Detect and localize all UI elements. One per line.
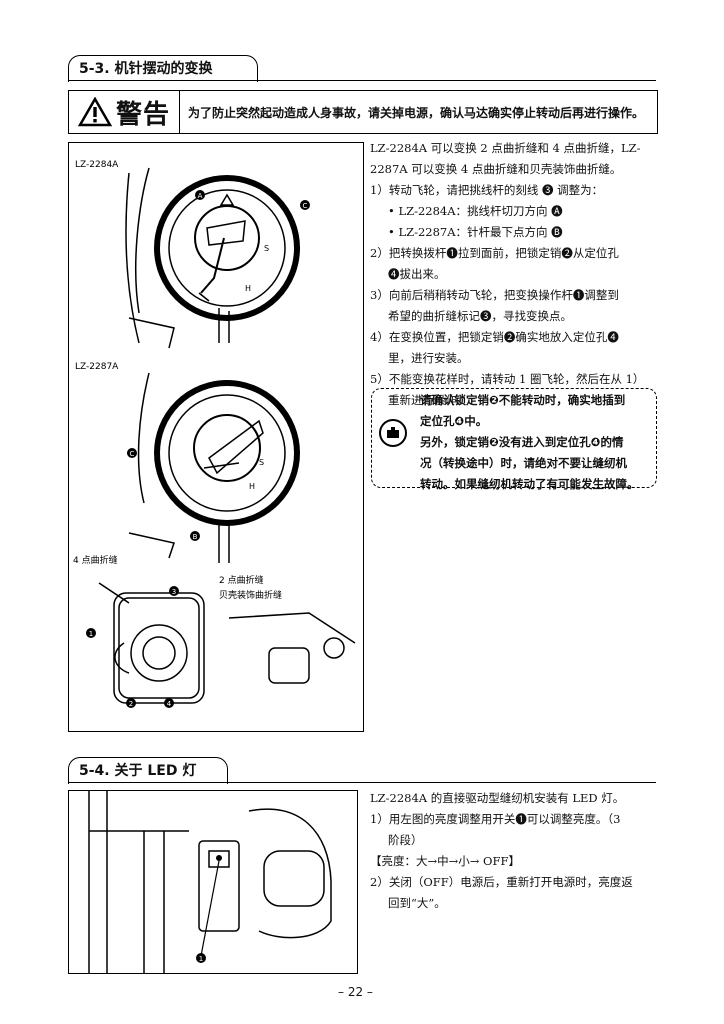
label-h-mid: H: [249, 482, 255, 491]
led-step-2-line-2: 回到“大”。: [388, 896, 446, 910]
led-step-2-line-1: 2）关闭（OFF）电源后，重新打开电源时，亮度返: [370, 875, 633, 889]
section1-instructions: LZ-2284A 可以变换 2 点曲折缝和 4 点曲折缝，LZ- 2287A 可…: [370, 138, 660, 411]
marker-b-mid-text: B: [193, 533, 198, 541]
section2-instructions: LZ-2284A 的直接驱动型缝纫机安装有 LED 灯。 1）用左图的亮度调整用…: [370, 788, 660, 914]
warning-text: 为了防止突然起动造成人身事故，请关掉电源，确认马达确实停止转动后再进行操作。: [188, 105, 645, 120]
marker-c-top: [300, 200, 310, 210]
marker-1-led-text: 1: [199, 955, 203, 963]
marker-3-bottom-text: 3: [172, 588, 176, 596]
marker-3-bottom: [169, 586, 179, 596]
section2-title: 5-4. 关于 LED 灯: [79, 763, 197, 779]
led-levels: 【亮度：大→中→小→ OFF】: [370, 854, 520, 868]
label-lz2284a: LZ-2284A: [75, 160, 119, 170]
lz2287a-drawing: [128, 372, 300, 563]
led-step-1-line-1: 1）用左图的亮度调整用开关❶可以调整亮度。（3: [370, 812, 621, 826]
caution-line-1: 请确认锁定销❷不能转动时，确实地插到: [420, 393, 626, 407]
led-intro: LZ-2284A 的直接驱动型缝纫机安装有 LED 灯。: [370, 791, 625, 805]
section2-divider: [68, 782, 656, 783]
marker-1-bottom-text: 1: [89, 630, 93, 638]
step-1a: • LZ-2284A：挑线杆切刀方向 🅐: [388, 204, 563, 218]
warning-label-cell: 警告: [69, 91, 180, 133]
marker-4-bottom: [164, 698, 174, 708]
intro-line-2: 2287A 可以变换 4 点曲折缝和贝壳装饰曲折缝。: [370, 162, 622, 176]
marker-c-top-text: C: [303, 202, 308, 210]
section-divider: [68, 80, 656, 81]
caution-line-5: 转动。如果缝纫机转动了有可能发生故障。: [420, 477, 639, 491]
step-2-line-2: ❹拔出来。: [388, 267, 446, 281]
label-lz2287a: LZ-2287A: [75, 362, 119, 372]
figure-needle-swing-drawing: LZ-2284A A C S H LZ-2287A C B S H 4 点曲折缝…: [73, 160, 356, 708]
marker-b-mid: [190, 531, 200, 541]
caution-line-4: 况（转换途中）时，请绝对不要让缝纫机: [420, 456, 627, 470]
section-title-tab: 5-3. 机针摆动的变换: [68, 55, 258, 82]
section2-title-tab: 5-4. 关于 LED 灯: [68, 757, 228, 784]
lz2284a-drawing: [125, 167, 300, 349]
marker-a-top: [195, 190, 205, 200]
step-3-line-1: 3）向前后稍稍转动飞轮，把变换操作杆❶调整到: [370, 288, 619, 302]
marker-1-bottom: [86, 628, 96, 638]
marker-a-top-text: A: [198, 192, 203, 200]
label-s-top: S: [264, 244, 269, 253]
marker-2-bottom: [126, 698, 136, 708]
marker-2-bottom-text: 2: [129, 700, 133, 708]
warning-triangle-icon: [77, 97, 112, 127]
step-5-line-2: 重新进行操作。: [388, 393, 469, 407]
label-h-top: H: [245, 284, 251, 293]
page-number: – 22 –: [338, 985, 373, 999]
switch-detail-drawing: [98, 582, 356, 704]
caution-box: [371, 388, 657, 488]
caution-text: 请确认锁定销❷不能转动时，确实地插到 定位孔❹中。 另外，锁定销❷没有进入到定位…: [420, 390, 660, 495]
marker-4-bottom-text: 4: [167, 700, 172, 708]
led-step-1-line-2: 阶段）: [388, 833, 423, 847]
figure-led: 1: [68, 790, 358, 974]
step-1b: • LZ-2287A：针杆最下点方向 🅑: [388, 225, 563, 239]
caution-icon: [379, 419, 407, 447]
intro-line-1: LZ-2284A 可以变换 2 点曲折缝和 4 点曲折缝，LZ-: [370, 141, 641, 155]
warning-box: 警告 为了防止突然起动造成人身事故，请关掉电源，确认马达确实停止转动后再进行操作…: [68, 90, 658, 134]
caution-line-3: 另外，锁定销❷没有进入到定位孔❹的情: [420, 435, 624, 449]
figure-led-drawing: 1: [88, 791, 332, 973]
step-4-line-1: 4）在变换位置，把锁定销❷确实地放入定位孔❹: [370, 330, 619, 344]
step-5-line-1: 5）不能变换花样时，请转动 1 圈飞轮，然后在从 1）: [370, 372, 645, 386]
caution-line-2: 定位孔❹中。: [420, 414, 488, 428]
step-4-line-2: 里，进行安装。: [388, 351, 469, 365]
section-title: 5-3. 机针摆动的变换: [79, 61, 213, 77]
label-2pt: 2 点曲折缝: [219, 574, 264, 586]
label-s-mid: S: [259, 458, 264, 467]
marker-c-mid-text: C: [130, 450, 135, 458]
marker-1-led: [196, 953, 206, 963]
step-2-line-1: 2）把转换拨杆❶拉到面前，把锁定销❷从定位孔: [370, 246, 619, 260]
step-3-line-2: 希望的曲折缝标记❸，寻找变换点。: [388, 309, 572, 323]
marker-c-mid: [127, 448, 137, 458]
label-4pt: 4 点曲折缝: [73, 554, 118, 566]
step-1: 1）转动飞轮，请把挑线杆的刻线 ❸ 调整为：: [370, 183, 604, 197]
label-shell: 贝壳装饰曲折缝: [219, 589, 282, 601]
figure-needle-swing: LZ-2284A A C S H LZ-2287A C B S H 4 点曲折缝…: [68, 142, 364, 732]
warning-title: 警告: [115, 99, 170, 130]
